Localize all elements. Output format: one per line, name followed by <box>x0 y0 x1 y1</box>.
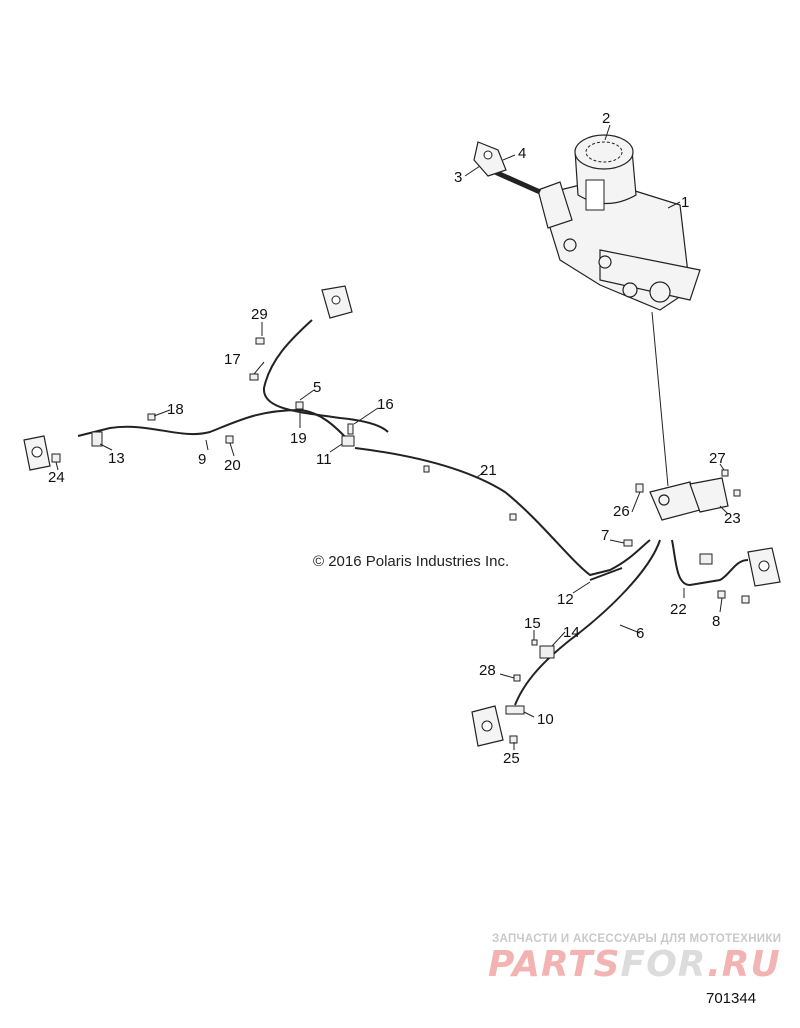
brake-lines <box>77 319 749 706</box>
callout-4: 4 <box>518 145 526 162</box>
callout-28: 28 <box>479 662 496 679</box>
callout-29: 29 <box>251 306 268 323</box>
callout-11: 11 <box>316 451 332 468</box>
watermark-brand-part2: FOR <box>620 944 708 985</box>
copyright-notice: © 2016 Polaris Industries Inc. <box>313 553 510 570</box>
callout-18: 18 <box>167 401 184 418</box>
callout-13: 13 <box>108 450 125 467</box>
callout-7: 7 <box>601 527 609 544</box>
watermark-logo: PARTSFOR.RU <box>488 944 781 985</box>
callout-19: 19 <box>290 430 307 447</box>
clevis-yoke <box>473 141 507 177</box>
callout-23: 23 <box>724 510 741 527</box>
master-cylinder <box>493 134 701 311</box>
callout-16: 16 <box>377 396 394 413</box>
callouts: 1 2 3 4 5 6 7 8 9 10 11 12 13 14 15 16 1… <box>48 110 741 767</box>
callout-14: 14 <box>563 624 580 641</box>
callout-22: 22 <box>670 601 687 618</box>
callout-9: 9 <box>198 451 206 468</box>
watermark-tagline: ЗАПЧАСТИ И АКСЕССУАРЫ ДЛЯ МОТОТЕХНИКИ <box>492 933 782 945</box>
callout-25: 25 <box>503 750 520 767</box>
caliper-lower <box>471 705 504 747</box>
callout-20: 20 <box>224 457 241 474</box>
caliper-upper <box>321 285 353 319</box>
figure-number: 701344 <box>706 990 757 1007</box>
callout-5: 5 <box>313 379 321 396</box>
callout-24: 24 <box>48 469 65 486</box>
watermark-brand-part1: PARTS <box>488 944 621 985</box>
caliper-left <box>23 435 51 471</box>
callout-27: 27 <box>709 450 726 467</box>
callout-17: 17 <box>224 351 241 368</box>
callout-1: 1 <box>681 194 689 211</box>
callout-2: 2 <box>602 110 610 127</box>
caliper-right <box>747 547 781 587</box>
callout-leaders <box>55 124 729 750</box>
callout-12: 12 <box>557 591 574 608</box>
callout-6: 6 <box>636 625 644 642</box>
callout-26: 26 <box>613 503 630 520</box>
callout-21: 21 <box>480 462 497 479</box>
callout-3: 3 <box>454 169 462 186</box>
callout-8: 8 <box>712 613 720 630</box>
watermark-brand-part3: .RU <box>707 944 781 985</box>
callout-10: 10 <box>537 711 554 728</box>
fasteners <box>51 337 750 744</box>
callout-15: 15 <box>524 615 541 632</box>
brake-valve <box>649 477 729 521</box>
